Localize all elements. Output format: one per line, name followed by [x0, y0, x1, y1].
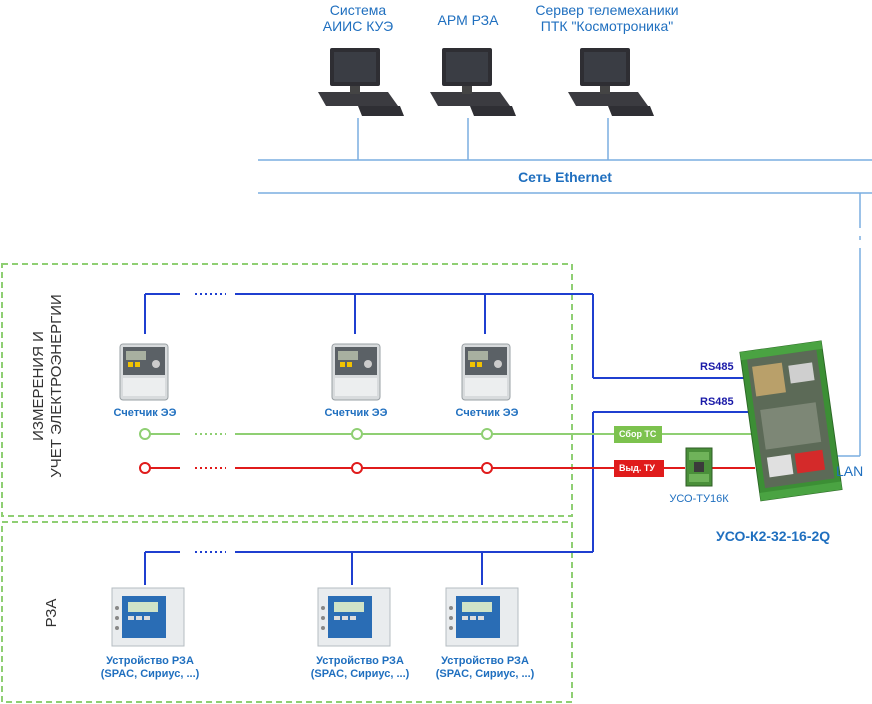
- ethernet-label: Сеть Ethernet: [518, 169, 612, 185]
- pc-label-server: Сервер телемеханики ПТК "Космотроника": [535, 2, 678, 34]
- pc-label-arm: АРМ РЗА: [437, 12, 499, 28]
- relay-label-line2: (SPAC, Сириус, ...): [100, 667, 200, 680]
- relay-label: Устройство РЗА (SPAC, Сириус, ...): [311, 655, 410, 680]
- rza-zone-title: РЗА: [43, 598, 60, 628]
- meter-label: Счетчик ЭЭ: [455, 407, 519, 419]
- tu-line: [139, 462, 755, 474]
- meter-icon: [119, 343, 169, 401]
- pc-label-aiis: Система АИИС КУЭ: [323, 2, 393, 34]
- meter-label: Счетчик ЭЭ: [324, 407, 388, 419]
- meter-icon: [331, 343, 381, 401]
- meter-label: Счетчик ЭЭ: [113, 407, 177, 419]
- relay-device-icon: [111, 587, 185, 647]
- pc-label-aiis-line2: АИИС КУЭ: [322, 18, 394, 35]
- computer-icon: [568, 48, 654, 116]
- relay-device-icon: [445, 587, 519, 647]
- computer-icon: [430, 48, 516, 116]
- relay-label-line1: Устройство РЗА: [316, 655, 404, 667]
- metering-zone-title-line1: ИЗМЕРЕНИЯ И: [30, 331, 47, 441]
- relay-label-line2: (SPAC, Сириус, ...): [435, 667, 535, 680]
- metering-zone: [1, 263, 573, 517]
- uso-k2-label: УСО-К2-32-16-2Q: [716, 528, 831, 544]
- relay-label-line1: Устройство РЗА: [106, 655, 194, 667]
- pc-label-server-line1: Сервер телемеханики: [535, 2, 679, 18]
- relay-label: Устройство РЗА (SPAC, Сириус, ...): [101, 655, 200, 680]
- uso-tu-module-icon: [685, 447, 713, 487]
- uso-k2-controller-icon: [739, 340, 843, 502]
- relay-label-line1: Устройство РЗА: [441, 655, 529, 667]
- meter-icon: [461, 343, 511, 401]
- rza-zone: [1, 521, 573, 703]
- relay-label: Устройство РЗА (SPAC, Сириус, ...): [436, 655, 535, 680]
- rs485-label-meters: RS485: [700, 361, 734, 373]
- pc-label-server-line2: ПТК "Космотроника": [540, 18, 674, 35]
- ts-line: [139, 428, 755, 440]
- ts-tag: Сбор ТС: [619, 429, 657, 439]
- relay-device-icon: [317, 587, 391, 647]
- relay-label-line2: (SPAC, Сириус, ...): [310, 667, 410, 680]
- uso-tu-label: УСО-ТУ16К: [669, 493, 729, 505]
- metering-zone-title-line2: УЧЕТ ЭЛЕКТРОЭНЕРГИИ: [48, 294, 65, 478]
- rs485-bus-meters: [144, 293, 755, 379]
- computer-icon: [318, 48, 404, 116]
- rs485-label-relays: RS485: [700, 396, 734, 408]
- rs485-bus-relays: [144, 411, 755, 585]
- tu-tag: Выд. ТУ: [619, 463, 655, 473]
- metering-zone-title: ИЗМЕРЕНИЯ И УЧЕТ ЭЛЕКТРОЭНЕРГИИ: [30, 276, 66, 496]
- ts-tag-box: [614, 426, 662, 443]
- tu-tag-box: [614, 460, 664, 477]
- pc-label-aiis-line1: Система: [329, 2, 387, 18]
- lan-label: LAN: [836, 463, 864, 479]
